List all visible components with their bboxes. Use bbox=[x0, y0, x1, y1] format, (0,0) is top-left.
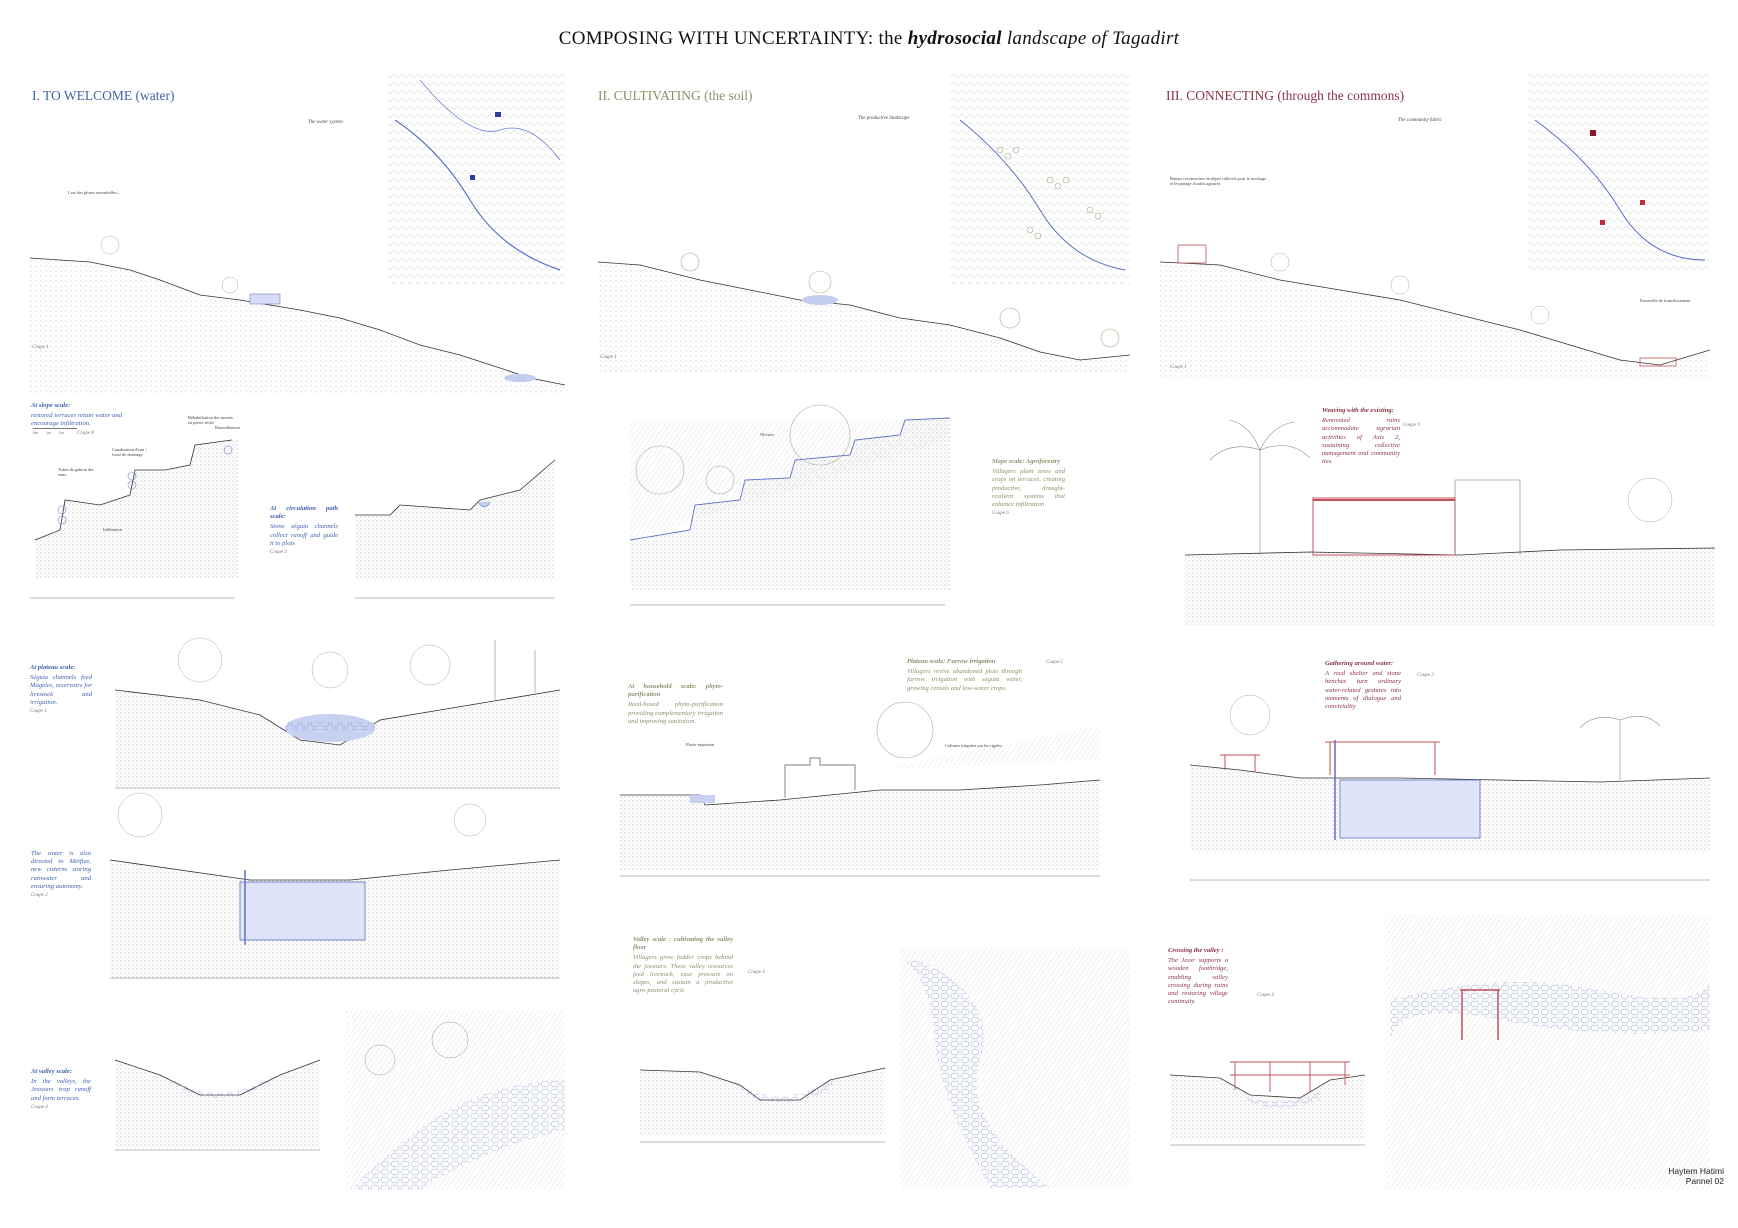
block-text: Reed-based phyto-purification providing … bbox=[628, 701, 723, 725]
annotation: Infiltration bbox=[103, 527, 123, 532]
annotation: Ruissellement bbox=[215, 425, 240, 430]
map-welcome bbox=[388, 72, 566, 284]
section-welcome-metfias bbox=[109, 792, 561, 979]
section-cultivating-household bbox=[620, 701, 1101, 877]
panel-number: Pannel 02 bbox=[1685, 1176, 1724, 1186]
block-text: restored terraces retain water and encou… bbox=[31, 412, 122, 428]
title-emphasis-italic: hydrosocial bbox=[907, 28, 1002, 49]
annotation: Réhabilitation des murets en pierre sèch… bbox=[188, 415, 233, 426]
signature: Haytem Hatimi Pannel 02 bbox=[1668, 1166, 1724, 1186]
section-connecting-slope bbox=[1159, 244, 1711, 380]
block-text: Renovated ruins accommodate agrarian act… bbox=[1322, 417, 1400, 466]
scale-label: 2m bbox=[59, 431, 64, 435]
perspective-welcome-valley bbox=[345, 1010, 565, 1190]
block-text: Villagers revive abandoned plots through… bbox=[907, 668, 1022, 692]
block-text: Stone séguia channels collect runoff and… bbox=[270, 523, 338, 547]
perspective-cultivating-valley bbox=[900, 948, 1130, 1188]
annotation: Canalisation d'eau / fossé de drainage bbox=[112, 447, 147, 458]
section-welcome-terraces bbox=[30, 439, 238, 599]
coupe-label: Coupe 1 bbox=[30, 709, 47, 715]
text-welcome-valley: At valley scale: In the valleys, the Jes… bbox=[31, 1068, 91, 1112]
scale-label: 1m bbox=[46, 431, 51, 435]
block-heading: At valley scale: bbox=[31, 1068, 73, 1075]
block-heading: Crossing the valley : bbox=[1168, 947, 1224, 954]
map-legend-title: The community fabric bbox=[1398, 118, 1442, 123]
column-heading-cultivating: II. CULTIVATING (the soil) bbox=[598, 88, 753, 103]
perspective-connecting-crossing bbox=[1385, 915, 1710, 1190]
annotation: Lors des pluies torrentielles... bbox=[68, 190, 120, 195]
map-connecting bbox=[1528, 72, 1710, 270]
coupe-label: Coupe 4 bbox=[31, 1104, 48, 1110]
map-cultivating bbox=[950, 72, 1130, 284]
block-text: Séguia channels feed Mageles, reservoirs… bbox=[30, 674, 92, 706]
coupe-label: Coupe 5 bbox=[1046, 660, 1063, 665]
block-heading: Slope scale: Agroforestry bbox=[992, 458, 1061, 465]
panel-title: COMPOSING WITH UNCERTAINTY: the hydrosoc… bbox=[0, 28, 1738, 50]
section-connecting-ruins bbox=[1184, 419, 1716, 625]
text-welcome-circulation: At circulation path scale: Stone séguia … bbox=[270, 505, 338, 557]
coupe-label: Coupe 8 bbox=[77, 430, 94, 436]
block-text: The water is also directed to Metfias, n… bbox=[31, 850, 91, 890]
section-welcome-circulation bbox=[355, 459, 556, 599]
section-cultivating-slope bbox=[597, 252, 1131, 372]
text-connecting-crossing: Crossing the valley : The Jessr supports… bbox=[1168, 947, 1228, 1006]
coupe-label: Coupe 1 bbox=[1170, 365, 1187, 370]
coupe-label: Coupe 1 bbox=[32, 345, 49, 350]
map-legend-title: The water system bbox=[308, 120, 343, 125]
section-connecting-gathering bbox=[1189, 694, 1711, 881]
author-name: Haytem Hatimi bbox=[1668, 1166, 1724, 1176]
text-welcome-metfias: The water is also directed to Metfias, n… bbox=[31, 848, 91, 900]
text-connecting-gathering: Gathering around water: A reed shelter a… bbox=[1325, 660, 1401, 711]
text-cultivating-slope: Slope scale: Agroforestry Villagers plan… bbox=[992, 458, 1065, 518]
coupe-label: Coupe 2 bbox=[31, 893, 48, 899]
text-welcome-plateau: At plateau scale: Séguia channels feed M… bbox=[30, 664, 92, 716]
title-part: : the bbox=[867, 28, 908, 49]
block-heading: Valley scale : cultivating the valley fl… bbox=[633, 936, 733, 952]
title-part: landscape of Tagadirt bbox=[1001, 28, 1180, 49]
coupe-label: Coupe 1 bbox=[600, 355, 617, 360]
section-cultivating-valley bbox=[639, 1067, 886, 1143]
scale-bar: 0m 1m 2m bbox=[33, 428, 77, 435]
text-welcome-slope: At slope scale: restored terraces retain… bbox=[31, 402, 122, 438]
column-heading-connecting: III. CONNECTING (through the commons) bbox=[1166, 88, 1405, 103]
block-heading: At circulation path scale: bbox=[270, 505, 338, 521]
section-welcome-slope bbox=[29, 235, 566, 395]
annotation: Oliviers bbox=[760, 432, 775, 437]
block-text: The Jessr supports a wooden footbridge, … bbox=[1168, 957, 1228, 1006]
text-cultivating-plateau: Plateau scale: Furrow irrigation Village… bbox=[907, 658, 1022, 693]
annotation: Cultures irriguées par les rigoles bbox=[945, 743, 1003, 748]
coupe-label: Coupe 6 bbox=[992, 511, 1009, 517]
section-cultivating-agroforestry bbox=[629, 404, 951, 606]
column-heading-welcome: I. TO WELCOME (water) bbox=[32, 88, 175, 103]
block-heading: At household scale: phyto-purification bbox=[628, 683, 723, 699]
block-text: A reed shelter and stone benches turn or… bbox=[1325, 670, 1401, 711]
coupe-label: Coupe 2 bbox=[1417, 673, 1434, 678]
annotation: Tubes de gabion des eaux bbox=[58, 467, 94, 478]
annotation: Passerelle de franchissement bbox=[1640, 298, 1691, 303]
section-connecting-crossing bbox=[1169, 1061, 1366, 1146]
block-heading: At slope scale: bbox=[31, 402, 71, 409]
text-cultivating-valley: Valley scale : cultivating the valley fl… bbox=[633, 936, 733, 995]
coupe-label: Coupe 4 bbox=[748, 970, 765, 975]
map-legend-title: The productive landscape bbox=[858, 116, 910, 121]
section-welcome-valley bbox=[114, 1059, 321, 1151]
block-text: Villagers plant trees and crops on terra… bbox=[992, 468, 1065, 509]
coupe-label: Coupe 9 bbox=[1403, 423, 1420, 428]
block-heading: Plateau scale: Furrow irrigation bbox=[907, 658, 996, 665]
coupe-label: Coupe 4 bbox=[1257, 993, 1274, 998]
block-heading: Gathering around water: bbox=[1325, 660, 1394, 667]
block-heading: Weaving with the existing: bbox=[1322, 407, 1394, 414]
annotation: Phyto-épuration bbox=[686, 742, 715, 747]
block-heading: At plateau scale: bbox=[30, 664, 76, 671]
text-connecting-weaving: Weaving with the existing: Renovated rui… bbox=[1322, 407, 1400, 466]
annotation: Ruines reconverties en dépôt collectif p… bbox=[1170, 176, 1267, 187]
text-cultivating-household: At household scale: phyto-purification R… bbox=[628, 683, 723, 726]
title-part: COMPOSING WITH bbox=[558, 28, 734, 49]
coupe-label: Coupe 3 bbox=[270, 550, 287, 556]
title-emphasis: UNCERTAINTY bbox=[733, 28, 868, 49]
scale-label: 0m bbox=[33, 431, 38, 435]
block-text: In the valleys, the Jessours trap runoff… bbox=[31, 1078, 91, 1102]
block-text: Villagers grow fodder crops behind the j… bbox=[633, 954, 733, 995]
section-welcome-plateau bbox=[114, 637, 561, 789]
